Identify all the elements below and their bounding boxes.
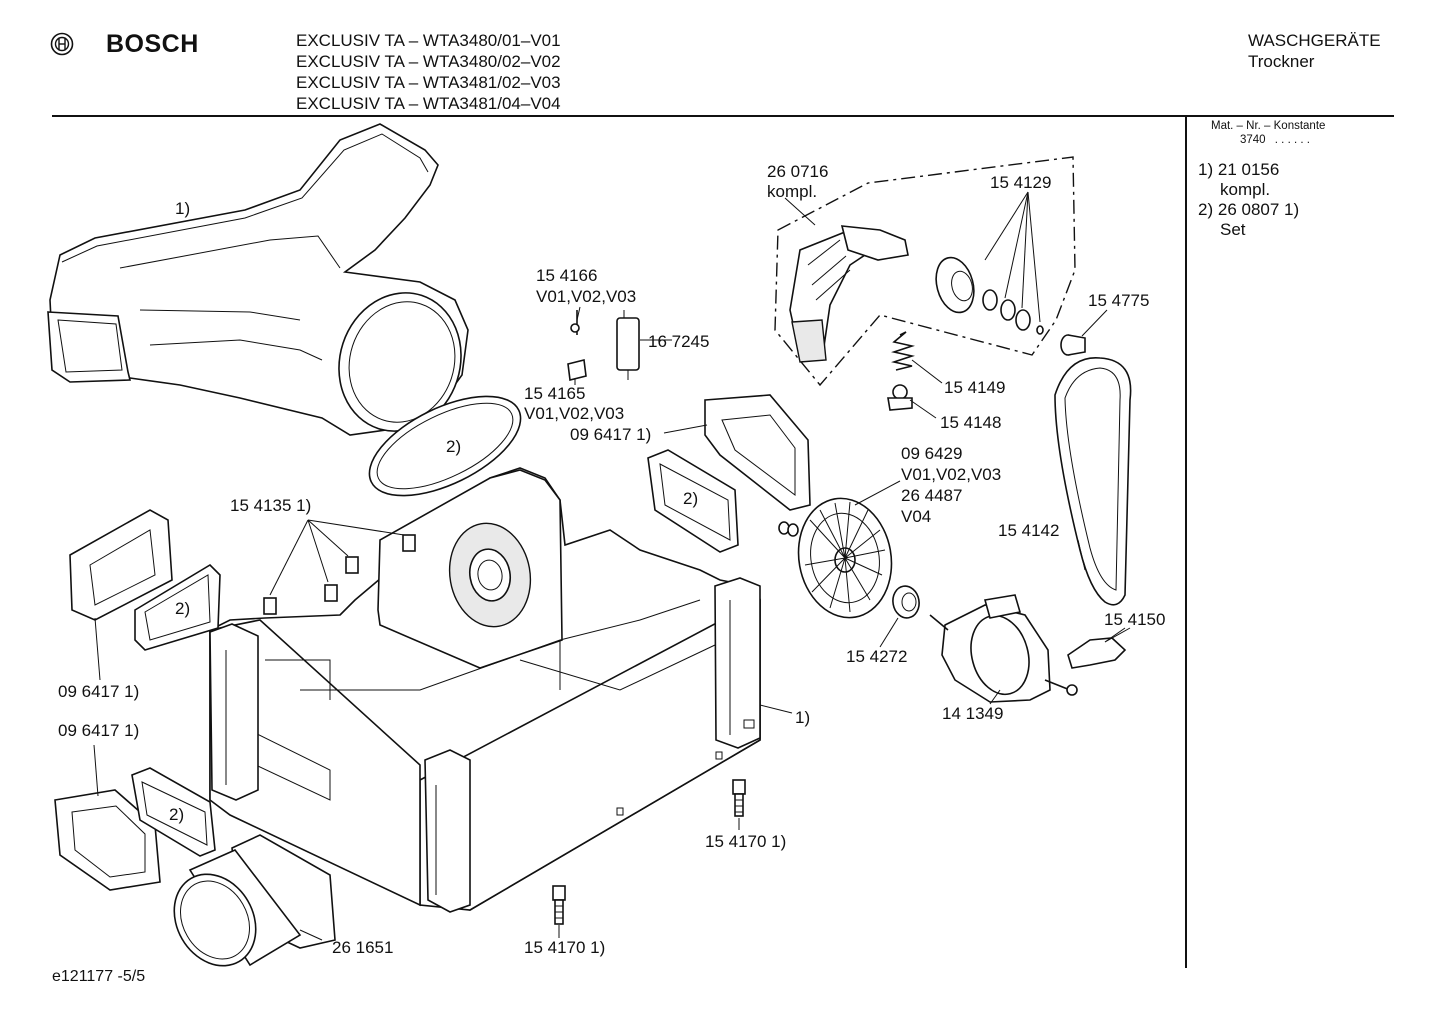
base-tub-part	[209, 467, 761, 913]
legend-heading: Mat. – Nr. – Konstante	[1211, 120, 1326, 132]
label-154166: 15 4166	[536, 266, 597, 285]
legend-dots: . . . . . .	[1274, 134, 1310, 146]
label-154165-variants: V01,V02,V03	[524, 404, 624, 423]
label-154150: 15 4150	[1104, 610, 1165, 629]
label-154135: 15 4135 1)	[230, 496, 311, 515]
model-list: EXCLUSIV TA – WTA3480/01–V01 EXCLUSIV TA…	[296, 30, 561, 114]
footnote-text: Set	[1220, 220, 1246, 239]
model-line: EXCLUSIV TA – WTA3480/01–V01	[296, 31, 561, 50]
label-154148: 15 4148	[940, 413, 1001, 432]
brand-name: BOSCH	[106, 30, 199, 58]
label-154170: 15 4170 1)	[705, 832, 786, 851]
legend-constant: 3740 . . . . . .	[1212, 134, 1310, 146]
model-line: EXCLUSIV TA – WTA3481/02–V03	[296, 73, 561, 92]
label-154272: 15 4272	[846, 647, 907, 666]
label-260716: 26 0716	[767, 162, 828, 181]
air-duct-part	[47, 123, 469, 436]
label-154170: 15 4170 1)	[524, 938, 605, 957]
legend-divider	[1185, 116, 1187, 968]
footnote-number: 1)	[1198, 160, 1214, 179]
motor-part	[929, 594, 1127, 703]
shaft-seal-part	[892, 585, 920, 619]
label-154142: 15 4142	[998, 521, 1059, 540]
label-gasket: 2)	[446, 437, 461, 456]
label-096417: 09 6417 1)	[570, 425, 651, 444]
footnote-text: 21 0156	[1217, 160, 1280, 179]
label-154149: 15 4149	[944, 378, 1005, 397]
label-260716-kompl: kompl.	[767, 182, 817, 201]
motor-bracket-assembly	[774, 156, 1076, 387]
label-154166-variants: V01,V02,V03	[536, 287, 636, 306]
model-line: EXCLUSIV TA – WTA3480/02–V02	[296, 52, 561, 71]
footnote-text: 26 0807 1)	[1217, 200, 1300, 219]
label-096429-variants: V01,V02,V03	[901, 465, 1001, 484]
label-167245: 16 7245	[648, 332, 709, 351]
footnote-row: 2) 26 0807 1)	[1198, 200, 1299, 220]
part-number-labels: 1) 2) 15 4166 V01,V02,V03 16 7245 15 416…	[58, 162, 1165, 957]
label-096429: 09 6429	[901, 444, 962, 463]
lower-flange-part	[54, 767, 216, 891]
category-block: WASCHGERÄTE Trockner	[1248, 30, 1381, 72]
label-096417: 09 6417 1)	[58, 721, 139, 740]
tension-pulley-part	[1060, 334, 1086, 356]
leader-lines	[93, 197, 1131, 941]
oval-gasket-part	[368, 395, 522, 497]
duct-flange-part	[69, 509, 221, 651]
label-154129: 15 4129	[990, 173, 1051, 192]
footnote-row: Set	[1198, 220, 1299, 240]
legend-constant-value: 3740	[1240, 134, 1266, 146]
spring-parts	[887, 331, 915, 411]
label-264487: 26 4487	[901, 486, 962, 505]
right-flange-part	[647, 394, 811, 553]
label-096417: 09 6417 1)	[58, 682, 139, 701]
screw-parts	[552, 779, 746, 925]
category-subtitle: Trockner	[1248, 52, 1315, 71]
label-154775: 15 4775	[1088, 291, 1149, 310]
model-line: EXCLUSIV TA – WTA3481/04–V04	[296, 94, 561, 113]
bosch-logo-icon	[50, 32, 74, 56]
sensor-and-capacitor-parts	[567, 310, 640, 381]
footnote-row: 1) 21 0156	[1198, 160, 1299, 180]
label-154165: 15 4165	[524, 384, 585, 403]
label-duct: 1)	[175, 199, 190, 218]
label-261651: 26 1651	[332, 938, 393, 957]
label-base: 1)	[795, 708, 810, 727]
label-141349: 14 1349	[942, 704, 1003, 723]
footnote-number: 2)	[1198, 200, 1214, 219]
clip-parts	[263, 519, 416, 615]
label-gasket: 2)	[175, 599, 190, 618]
fan-wheel-part	[778, 497, 893, 619]
footnote-row: kompl.	[1198, 180, 1299, 200]
drive-belt-part	[1054, 357, 1132, 606]
category-title: WASCHGERÄTE	[1248, 31, 1381, 50]
footnotes: 1) 21 0156 kompl. 2) 26 0807 1) Set	[1198, 160, 1299, 240]
footnote-text: kompl.	[1220, 180, 1271, 199]
header-divider	[52, 115, 1394, 117]
label-264487-variant: V04	[901, 507, 931, 526]
diagram-id: e121177 -5/5	[52, 968, 146, 985]
label-gasket: 2)	[683, 489, 698, 508]
label-gasket: 2)	[169, 805, 184, 824]
round-adapter-part	[173, 834, 336, 967]
